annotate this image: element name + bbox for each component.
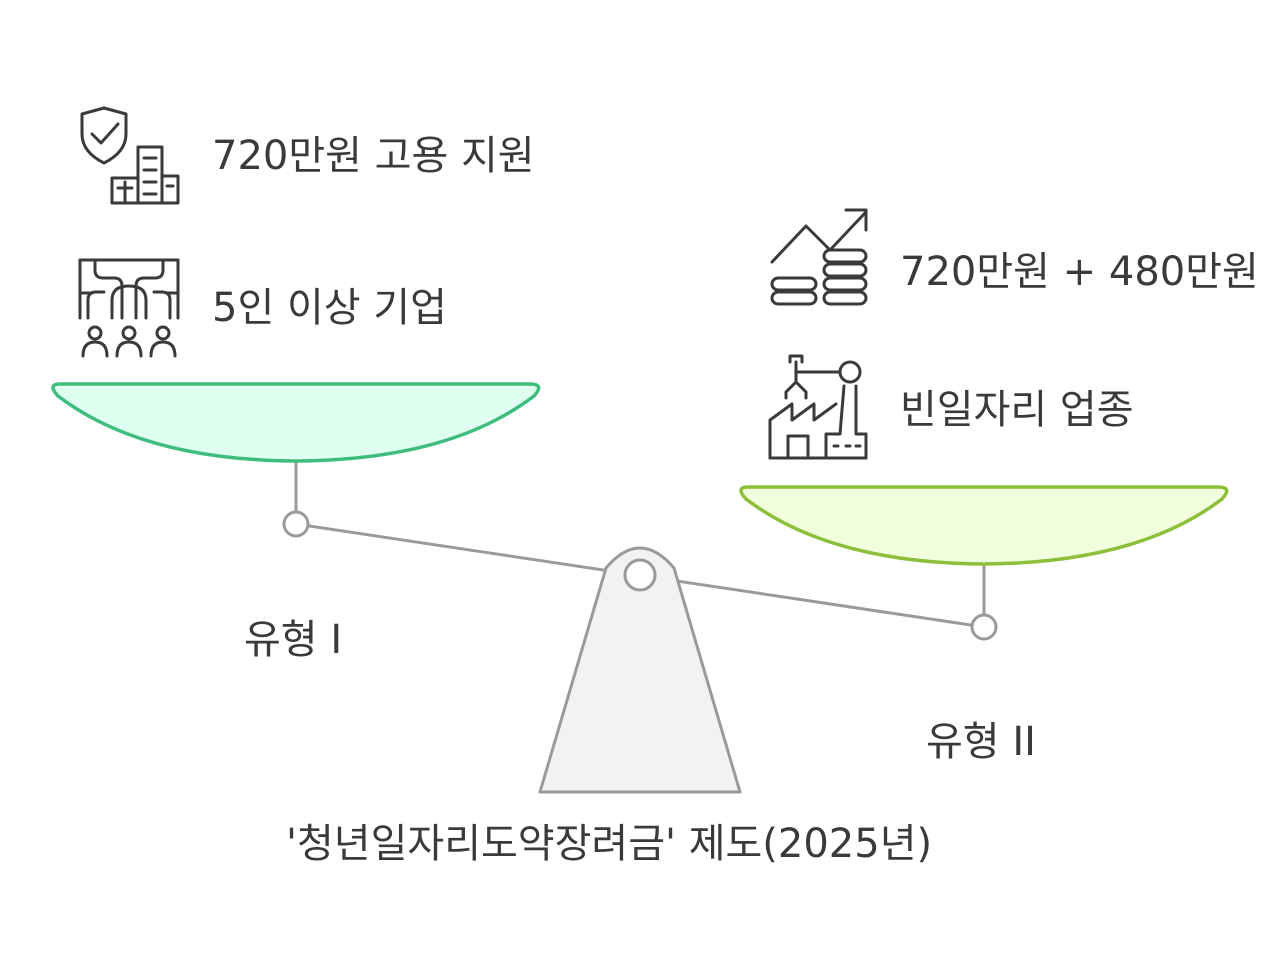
shield-building-icon <box>80 106 180 205</box>
scale-stand <box>538 546 742 794</box>
diagram-title: '청년일자리도약장려금' 제도(2025년) <box>286 821 933 867</box>
right-feature-vacancy-industry: 빈일자리 업종 <box>900 387 1134 433</box>
right-feature-subsidy-amount: 720만원 + 480만원 <box>900 249 1259 295</box>
people-pipes-icon <box>78 258 180 358</box>
factory-robot-arm-icon <box>768 354 868 460</box>
left-type-label: 유형 I <box>244 617 343 663</box>
left-feature-employment-support: 720만원 고용 지원 <box>212 133 535 179</box>
coins-growth-icon <box>770 208 868 306</box>
right-pivot-joint <box>970 613 998 641</box>
left-pan <box>51 382 541 463</box>
scale-fulcrum <box>623 558 657 592</box>
left-pivot-joint <box>282 510 310 538</box>
right-pan <box>739 485 1229 566</box>
left-feature-company-size: 5인 이상 기업 <box>212 285 447 331</box>
right-type-label: 유형 II <box>926 719 1036 765</box>
